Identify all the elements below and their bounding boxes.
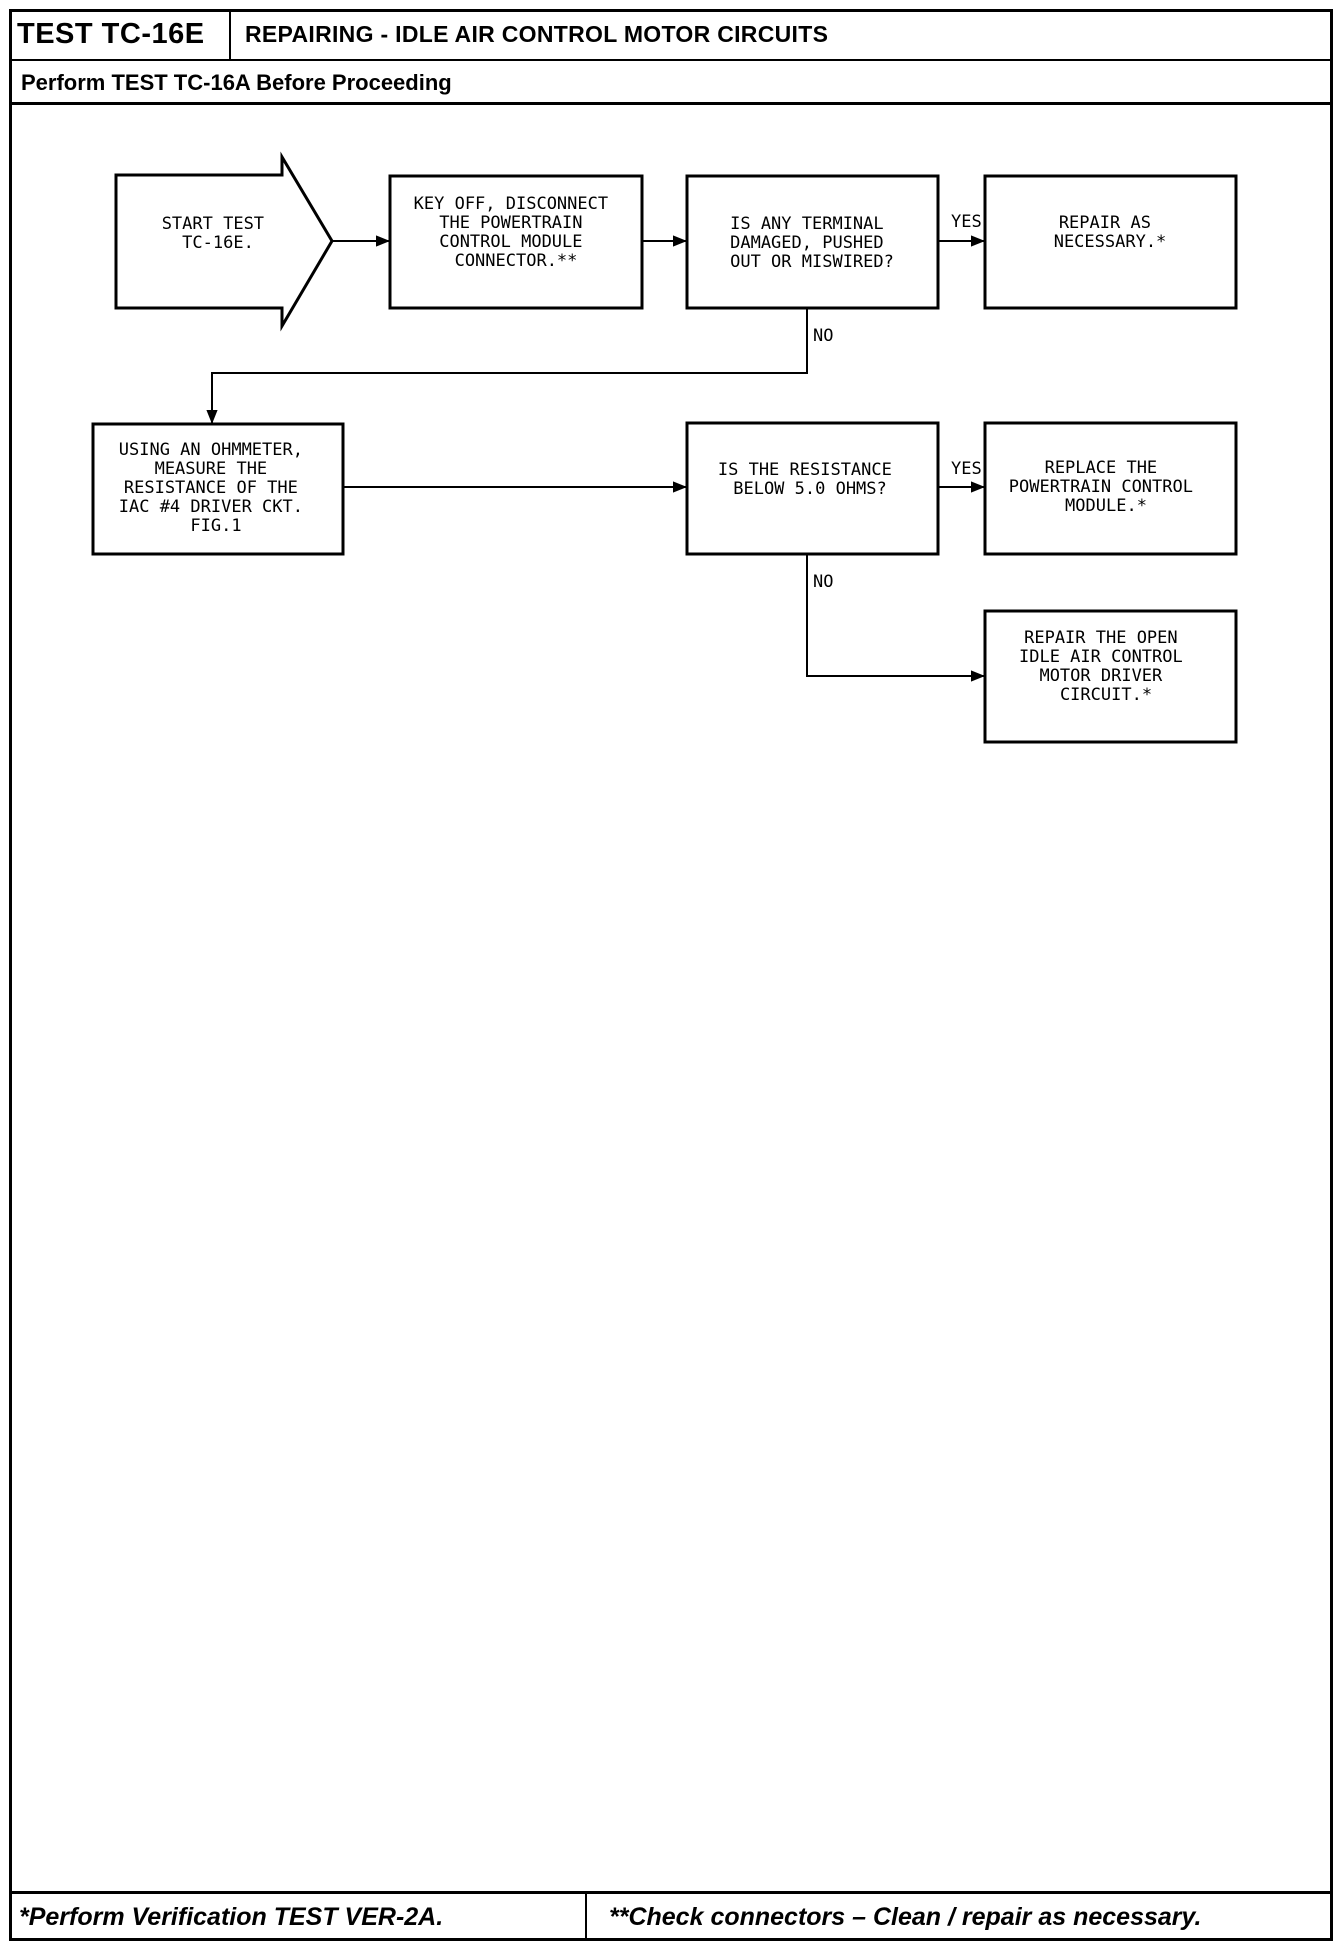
header-bar: TEST TC-16E REPAIRING - IDLE AIR CONTROL… [9, 9, 1333, 61]
question-line: DAMAGED, PUSHED [730, 233, 884, 253]
question-line: IS ANY TERMINAL [730, 214, 884, 234]
connector-q1-no [206, 308, 808, 424]
step-line: CONTROL MODULE [439, 232, 582, 252]
prerequisite-note: Perform TEST TC-16A Before Proceeding [21, 70, 452, 95]
yes-label: YES [951, 459, 982, 479]
step-line: USING AN OHMMETER, [119, 440, 303, 460]
step-disconnect-box [388, 174, 644, 310]
action-line: REPLACE THE [1045, 458, 1158, 478]
prerequisite-bar: Perform TEST TC-16A Before Proceeding [9, 61, 1333, 105]
question-line: BELOW 5.0 OHMS? [733, 479, 887, 499]
step-line: MEASURE THE [155, 459, 268, 479]
step-line: FIG.1 [190, 516, 241, 536]
repair-open-circuit-box [983, 609, 1238, 744]
action-line: POWERTRAIN CONTROL [1009, 477, 1193, 497]
start-line: START TEST [162, 214, 264, 234]
start-text: START TEST TC-16E. [162, 214, 275, 253]
question-resistance-box [685, 421, 940, 556]
action-line: REPAIR THE OPEN [1024, 628, 1178, 648]
repair-open-circuit-text: REPAIR THE OPEN IDLE AIR CONTROL MOTOR D… [1019, 628, 1193, 705]
footnote-verification: *Perform Verification TEST VER-2A. [9, 1894, 587, 1941]
repair-as-necessary-text: REPAIR AS NECESSARY.* [1054, 213, 1167, 252]
no-label: NO [813, 572, 833, 592]
page-title: REPAIRING - IDLE AIR CONTROL MOTOR CIRCU… [245, 21, 829, 47]
start-line: TC-16E. [182, 233, 254, 253]
step-ohmmeter-text: USING AN OHMMETER, MEASURE THE RESISTANC… [119, 440, 313, 536]
step-disconnect-text: KEY OFF, DISCONNECT THE POWERTRAIN CONTR… [414, 194, 619, 271]
replace-pcm-box [983, 421, 1238, 556]
action-line: MODULE.* [1065, 496, 1147, 516]
step-line: CONNECTOR.** [455, 251, 578, 271]
question-line: OUT OR MISWIRED? [730, 252, 894, 272]
step-line: IAC #4 DRIVER CKT. [119, 497, 303, 517]
yes-label: YES [951, 212, 982, 232]
action-line: CIRCUIT.* [1060, 685, 1152, 705]
footnote-connectors: **Check connectors – Clean / repair as n… [609, 1903, 1202, 1931]
action-line: MOTOR DRIVER [1039, 666, 1163, 686]
repair-as-necessary-box [983, 174, 1238, 310]
footer-bar: *Perform Verification TEST VER-2A. **Che… [9, 1891, 1333, 1941]
replace-pcm-text: REPLACE THE POWERTRAIN CONTROL MODULE.* [1009, 458, 1203, 516]
no-label: NO [813, 326, 833, 346]
action-line: REPAIR AS [1059, 213, 1151, 233]
step-ohmmeter-box [91, 422, 345, 556]
test-id: TEST TC-16E [9, 9, 231, 59]
step-line: THE POWERTRAIN [439, 213, 582, 233]
question-terminal-text: IS ANY TERMINAL DAMAGED, PUSHED OUT OR M… [730, 214, 894, 272]
action-line: IDLE AIR CONTROL [1019, 647, 1183, 667]
connector-q2-no [806, 554, 985, 682]
step-line: KEY OFF, DISCONNECT [414, 194, 608, 214]
start-arrow-shape [114, 151, 334, 332]
question-resistance-text: IS THE RESISTANCE BELOW 5.0 OHMS? [718, 460, 902, 499]
question-line: IS THE RESISTANCE [718, 460, 892, 480]
step-line: RESISTANCE OF THE [124, 478, 298, 498]
question-terminal-box [685, 174, 940, 310]
action-line: NECESSARY.* [1054, 232, 1167, 252]
page-frame [9, 9, 1333, 1941]
